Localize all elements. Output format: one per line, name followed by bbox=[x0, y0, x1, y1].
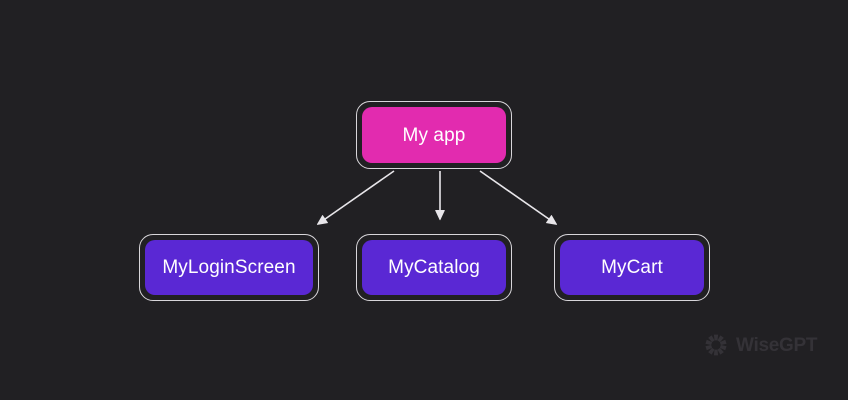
edge-root-to-cart bbox=[479, 170, 558, 225]
node-my-cart-fill: MyCart bbox=[560, 240, 704, 295]
node-my-catalog[interactable]: MyCatalog bbox=[356, 234, 512, 301]
watermark-label: WiseGPT bbox=[736, 334, 818, 356]
watermark: WiseGPT bbox=[703, 332, 817, 358]
node-my-cart[interactable]: MyCart bbox=[554, 234, 710, 301]
radial-burst-icon bbox=[705, 334, 727, 356]
edge-root-to-login bbox=[316, 170, 395, 225]
node-my-app-label: My app bbox=[402, 124, 466, 146]
node-my-cart-label: MyCart bbox=[601, 257, 663, 278]
node-my-login-screen-label: MyLoginScreen bbox=[162, 257, 296, 278]
node-my-catalog-fill: MyCatalog bbox=[362, 240, 506, 295]
node-my-app[interactable]: My app bbox=[356, 101, 512, 169]
node-my-login-screen[interactable]: MyLoginScreen bbox=[139, 234, 319, 301]
node-my-login-screen-fill: MyLoginScreen bbox=[145, 240, 313, 295]
node-my-catalog-label: MyCatalog bbox=[388, 257, 480, 278]
node-my-app-fill: My app bbox=[362, 107, 506, 163]
